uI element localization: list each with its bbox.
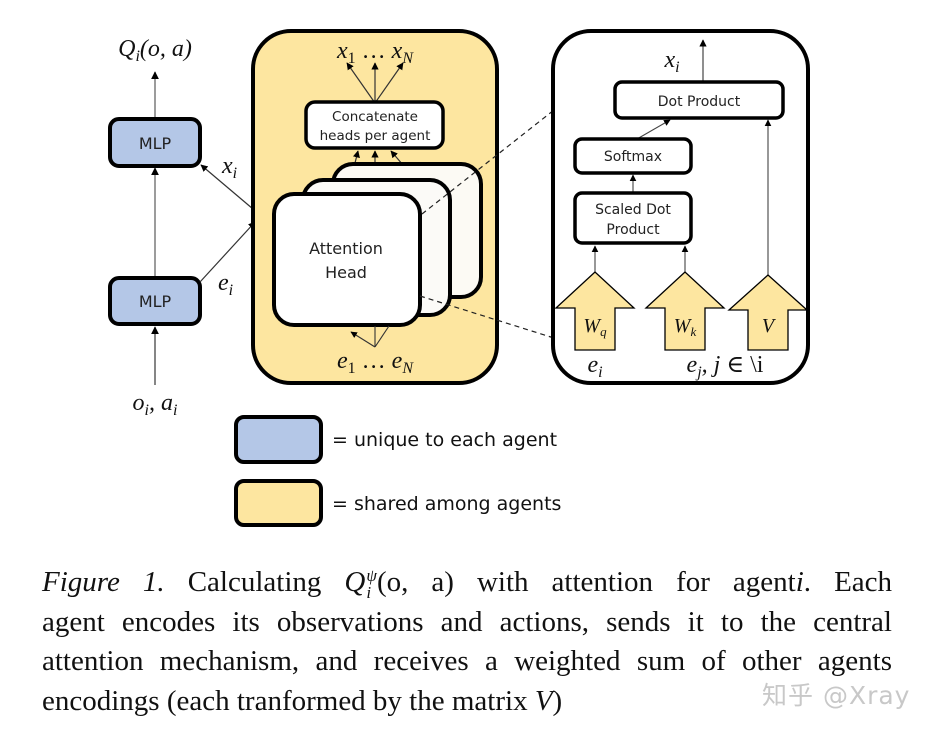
scaled-dot-label-line2: Product xyxy=(606,222,660,238)
arrow-softmax-to-dot xyxy=(636,119,671,140)
dot-product-label: Dot Product xyxy=(658,94,741,110)
zoom-line-top xyxy=(421,109,555,215)
legend: = unique to each agent = shared among ag… xyxy=(234,415,561,527)
v-block-arrow: V xyxy=(727,274,809,351)
softmax-box xyxy=(573,137,693,175)
wk-block-arrow: Wk xyxy=(644,271,726,351)
caption-line-3: attention mechanism, and receives a weig… xyxy=(42,645,892,677)
bottom-mlp-label: MLP xyxy=(139,292,172,311)
attention-diagram: Qi(o, a) MLP xi MLP ei oi, ai x1 … xN Co… xyxy=(108,29,810,527)
head-detail-panel: xi Dot Product Softmax Scaled Dot Produc… xyxy=(551,29,810,385)
top-mlp-box xyxy=(108,117,202,168)
scaled-dot-label-line1: Scaled Dot xyxy=(595,202,671,218)
figure-label: Figure 1. xyxy=(42,566,165,598)
arrow-input-to-head-left xyxy=(350,331,376,348)
dot-product-box xyxy=(613,80,785,120)
legend-label-shared: = shared among agents xyxy=(332,493,561,515)
attention-head-label-line2: Head xyxy=(325,263,367,282)
x-i-label: xi xyxy=(221,153,237,182)
input-label: oi, ai xyxy=(133,390,178,419)
attention-block: x1 … xN Concatenate heads per agent Atte… xyxy=(251,29,499,385)
v-label: V xyxy=(762,315,777,337)
wq-block-arrow: Wq xyxy=(554,271,636,351)
arrow-concat-out-right xyxy=(374,62,404,104)
softmax-label: Softmax xyxy=(604,149,662,165)
concat-label-line2: heads per agent xyxy=(320,128,431,144)
concat-label-line1: Concatenate xyxy=(332,109,418,125)
attention-outputs-label: x1 … xN xyxy=(336,38,414,67)
legend-swatch-shared xyxy=(234,479,323,527)
arrow-input-to-head-right xyxy=(374,325,390,348)
attention-head-front xyxy=(272,192,422,327)
bottom-mlp-box xyxy=(108,276,202,326)
caption-line-4: encodings (each tranformed by the matrix… xyxy=(42,684,563,717)
legend-label-unique: = unique to each agent xyxy=(332,429,557,451)
concat-box xyxy=(304,100,445,150)
scaled-dot-box xyxy=(573,191,693,245)
arrow-bottom-mlp-to-attention xyxy=(199,221,256,283)
zoom-line-bottom xyxy=(419,295,555,339)
legend-swatch-unique xyxy=(234,415,323,464)
arrow-concat-out-left xyxy=(346,62,376,104)
e-i-label: ei xyxy=(218,270,233,299)
arrow-attention-to-top-mlp xyxy=(200,164,254,210)
q-output-label: Qi(o, a) xyxy=(118,36,192,65)
top-mlp-label: MLP xyxy=(139,134,172,153)
watermark: 知乎 @Xray xyxy=(762,681,911,710)
left-column: Qi(o, a) MLP xi MLP ei oi, ai xyxy=(108,36,256,419)
attention-head-label-line1: Attention xyxy=(309,239,383,258)
caption-line-2: agent encodes its observations and actio… xyxy=(42,605,892,638)
